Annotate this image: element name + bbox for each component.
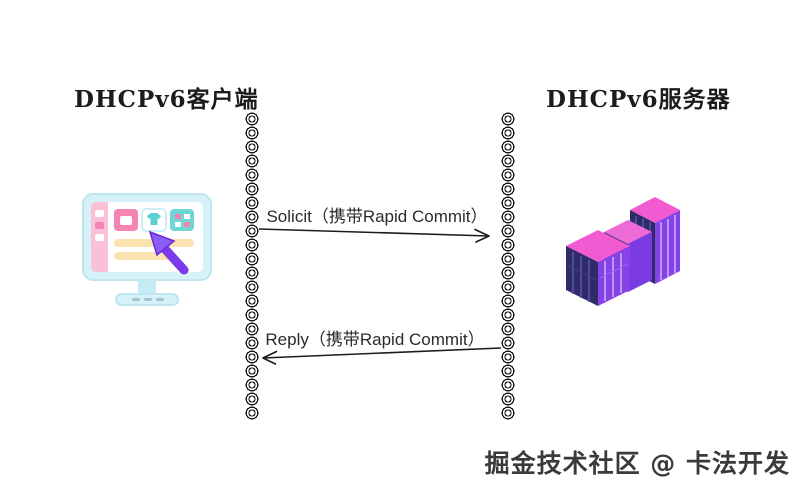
client-actor-label: DHCPv6客户端	[74, 86, 259, 113]
server-building-svg	[566, 197, 680, 306]
server-lifeline	[500, 112, 516, 420]
reply-message-label: Reply（携带Rapid Commit）	[265, 330, 485, 349]
reply-arrow-svg	[262, 347, 502, 365]
solicit-message-label: Solicit（携带Rapid Commit）	[266, 207, 488, 226]
solicit-arrow-svg	[258, 228, 490, 243]
cursor-arrow-icon	[148, 230, 189, 275]
reply-arrow	[256, 342, 502, 371]
solicit-arrow	[258, 221, 496, 250]
server-actor-label: DHCPv6服务器	[546, 86, 731, 113]
watermark: 掘金技术社区 @ 卡法开发	[484, 449, 790, 478]
client-lifeline	[244, 112, 260, 420]
client-computer-svg	[82, 193, 212, 306]
client-computer-icon	[80, 188, 214, 323]
server-building-icon	[552, 188, 692, 321]
